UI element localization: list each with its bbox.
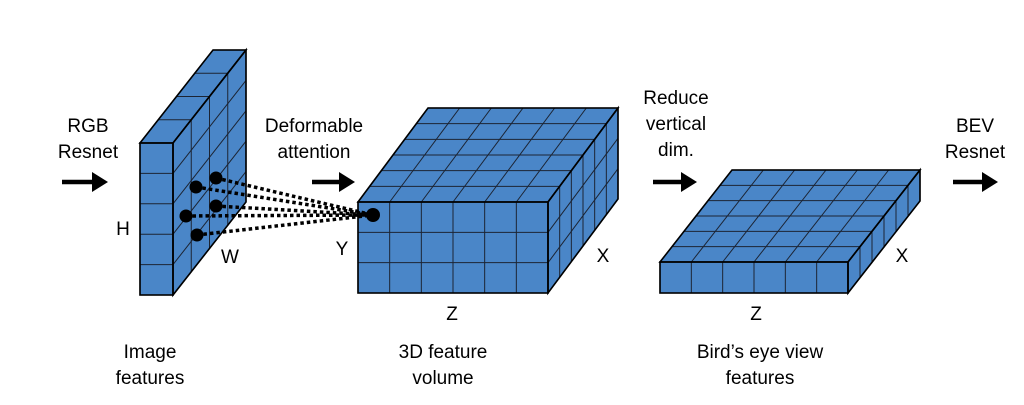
axis-label-x-volume: X [597, 246, 610, 267]
bev-feature-map [658, 167, 922, 296]
sampling-point [179, 209, 193, 223]
arrow-head [982, 172, 998, 192]
axis-label-x-bev: X [896, 246, 909, 267]
sampling-points [179, 171, 380, 242]
axis-label-w: W [221, 247, 239, 268]
image-feature-map-outline [172, 47, 247, 298]
3d-feature-volume-outline [547, 105, 619, 296]
axis-label-z-bev: Z [750, 304, 762, 325]
feature-blocks [138, 47, 922, 298]
attention-line [215, 176, 374, 217]
query-point [366, 208, 380, 222]
arrow-head [681, 172, 697, 192]
right-arrow-icon [653, 172, 697, 192]
arrows [62, 172, 998, 192]
attention-line [185, 213, 374, 218]
arrow-head [92, 172, 108, 192]
right-arrow-icon [953, 172, 998, 192]
right-arrow-icon [312, 172, 355, 192]
axis-label-y: Y [336, 239, 349, 260]
attention-line [215, 204, 374, 217]
sampling-point [209, 171, 223, 185]
sampling-point [189, 180, 203, 194]
sampling-point [209, 199, 223, 213]
axis-label-z-volume: Z [446, 304, 458, 325]
sampling-point [190, 228, 204, 242]
image-feature-map-front-face [139, 142, 174, 296]
right-arrow-icon [62, 172, 108, 192]
image-feature-map [138, 47, 248, 298]
arrow-head [339, 172, 355, 192]
axis-label-h: H [116, 219, 130, 240]
3d-feature-volume [356, 105, 620, 296]
bev-feature-map-outline [847, 167, 921, 296]
